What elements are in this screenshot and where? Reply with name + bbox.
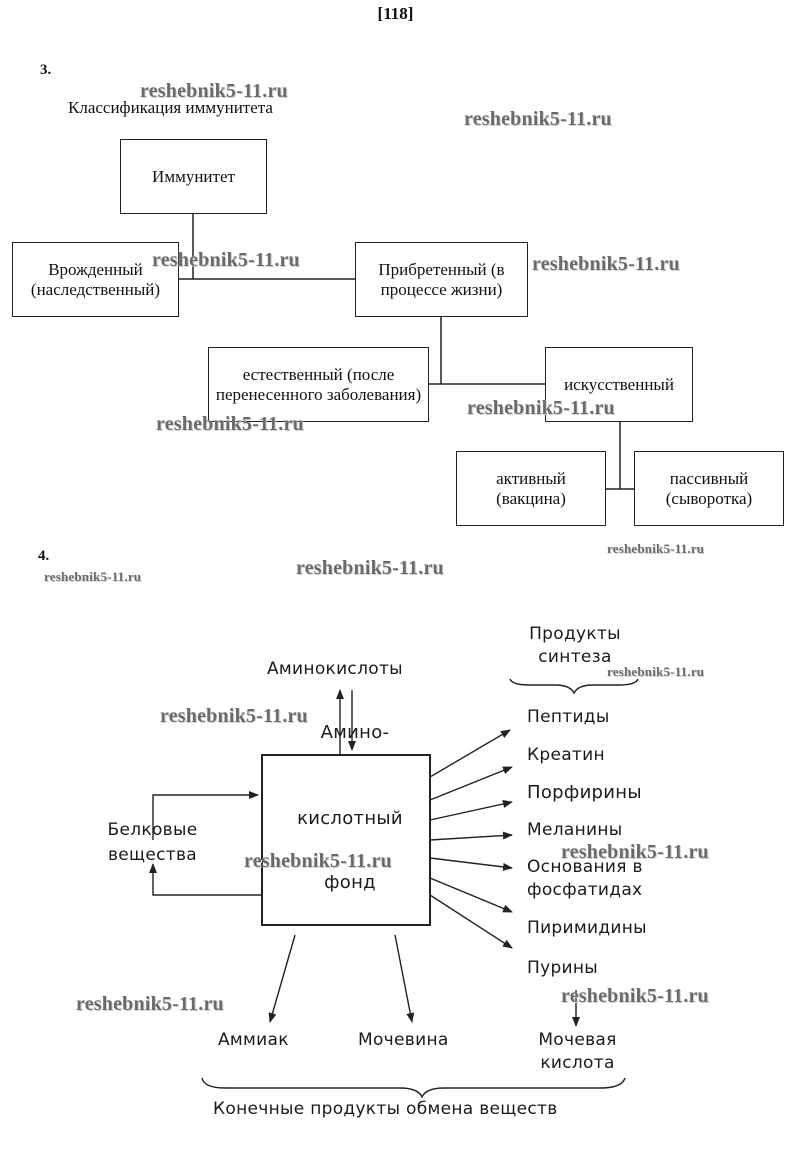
brace-end-products (201, 1077, 626, 1099)
product-peptides: Пептиды (527, 707, 610, 727)
amino-acids-label: Аминокислоты (267, 659, 403, 679)
product-pyrimidines: Пиримидины (527, 918, 647, 938)
arrow-to-bases (429, 857, 513, 871)
arrow-to-purines (429, 894, 513, 949)
arrow-to-porphyrins (429, 800, 513, 821)
pool-label-3: фонд (324, 872, 376, 893)
end-product-uric-2: кислота (540, 1053, 615, 1073)
product-melanins: Меланины (527, 820, 623, 840)
product-purines: Пурины (527, 958, 599, 978)
node-active: активный (вакцина) (456, 451, 606, 526)
watermark: reshebnik5-11.ru (44, 569, 142, 584)
arrow-proteins-to-pool (152, 791, 259, 840)
amino-acid-pool-box (261, 754, 431, 926)
arrow-to-melanins (429, 831, 513, 841)
watermark: reshebnik5-11.ru (296, 557, 444, 579)
watermark: reshebnik5-11.ru (561, 985, 709, 1007)
proteins-label-1: Белковые (107, 820, 198, 840)
node-artificial: искусственный (545, 347, 693, 422)
end-products-caption: Конечные продукты обмена веществ (213, 1099, 558, 1119)
end-product-ammonia: Аммиак (218, 1030, 289, 1050)
pool-label-2: кислотный (297, 808, 403, 829)
product-bases-2: фосфатидах (527, 880, 643, 900)
watermark: reshebnik5-11.ru (464, 108, 612, 130)
watermark: reshebnik5-11.ru (607, 664, 705, 679)
end-product-urea: Мочевина (358, 1030, 449, 1050)
arrow-to-creatine (429, 766, 513, 801)
watermark: reshebnik5-11.ru (156, 413, 304, 435)
watermark: reshebnik5-11.ru (244, 850, 392, 872)
watermark: reshebnik5-11.ru (607, 541, 705, 556)
node-natural: естественный (после перенесенного заболе… (208, 347, 429, 422)
end-product-uric-1: Мочевая (538, 1030, 617, 1050)
watermark: reshebnik5-11.ru (467, 397, 615, 419)
page-number: [118] (377, 4, 414, 23)
product-porphyrins: Порфирины (527, 782, 642, 803)
watermark: reshebnik5-11.ru (152, 249, 300, 271)
node-passive: пассивный (сыворотка) (634, 451, 784, 526)
watermark: reshebnik5-11.ru (532, 253, 680, 275)
node-acquired: Прибретенный (в процессе жизни) (355, 242, 528, 317)
arrow-to-urea (394, 934, 415, 1023)
watermark: reshebnik5-11.ru (160, 705, 308, 727)
task-3-title: Классификация иммунитета (68, 98, 273, 117)
node-immunity: Иммунитет (120, 139, 267, 214)
arrow-to-peptides (429, 729, 511, 778)
task-3-number: 3. (40, 62, 52, 78)
product-creatine: Креатин (527, 745, 605, 765)
arrow-to-pyrimidines (429, 877, 513, 913)
watermark: reshebnik5-11.ru (140, 80, 288, 102)
product-bases-1: Основания в (527, 857, 643, 877)
node-innate: Врожденный (наследственный) (12, 242, 179, 317)
watermark: reshebnik5-11.ru (561, 841, 709, 863)
task-4-number: 4. (38, 548, 50, 564)
brace-synthesis (509, 678, 639, 695)
arrow-pool-to-proteins (149, 863, 262, 896)
arrow-to-ammonia (268, 934, 296, 1023)
pool-label-1: Амино- (320, 722, 390, 743)
proteins-label-2: вещества (107, 845, 198, 865)
synthesis-header-2: синтеза (538, 647, 612, 667)
synthesis-header-1: Продукты (529, 624, 621, 644)
watermark: reshebnik5-11.ru (76, 993, 224, 1015)
